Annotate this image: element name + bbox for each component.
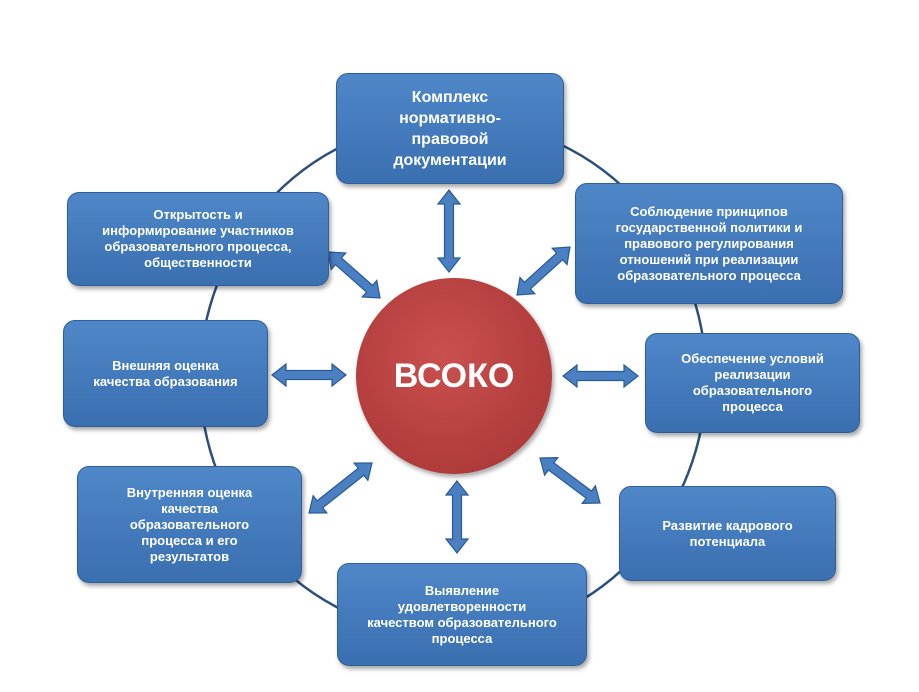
arrow-bottom-right	[539, 456, 601, 505]
node-internal-quality-assessment-text: Внутренняя оценка качества образовательн…	[126, 484, 253, 564]
center-node-vsoko: ВСОКО	[356, 278, 552, 474]
node-implementation-conditions-text: Обеспечение условий реализации образоват…	[681, 351, 824, 414]
node-state-policy-principles: Соблюдение принципов государственной пол…	[575, 183, 843, 304]
node-staff-development-text: Развитие кадрового потенциала	[662, 517, 793, 549]
node-state-policy-principles-text: Соблюдение принципов государственной пол…	[615, 203, 803, 283]
center-node-label: ВСОКО	[393, 356, 515, 395]
arrow-bottom	[444, 480, 470, 554]
arrow-top-left	[327, 251, 381, 299]
arrow-bottom-left	[308, 462, 373, 514]
node-normative-documentation: Комплекс нормативно- правовой документац…	[336, 73, 564, 184]
node-openness-informing-text: Открытость и информирование участников о…	[102, 207, 294, 270]
arrow-left	[271, 362, 347, 388]
arrow-right	[562, 363, 639, 389]
node-satisfaction-identification-text: Выявление удовлетворенности качеством об…	[367, 582, 557, 646]
node-openness-informing: Открытость и информирование участников о…	[67, 192, 329, 286]
arrows-layer	[271, 189, 639, 554]
node-satisfaction-identification: Выявление удовлетворенности качеством об…	[337, 563, 587, 666]
arrow-top-right	[516, 246, 571, 296]
node-external-quality-assessment-text: Внешняя оценка качества образования	[93, 357, 238, 389]
arrow-top	[436, 189, 462, 273]
node-normative-documentation-text: Комплекс нормативно- правовой документац…	[393, 88, 507, 169]
node-internal-quality-assessment: Внутренняя оценка качества образовательн…	[77, 466, 302, 583]
node-implementation-conditions: Обеспечение условий реализации образоват…	[645, 333, 860, 433]
node-external-quality-assessment: Внешняя оценка качества образования	[63, 320, 268, 427]
node-staff-development: Развитие кадрового потенциала	[619, 486, 836, 581]
